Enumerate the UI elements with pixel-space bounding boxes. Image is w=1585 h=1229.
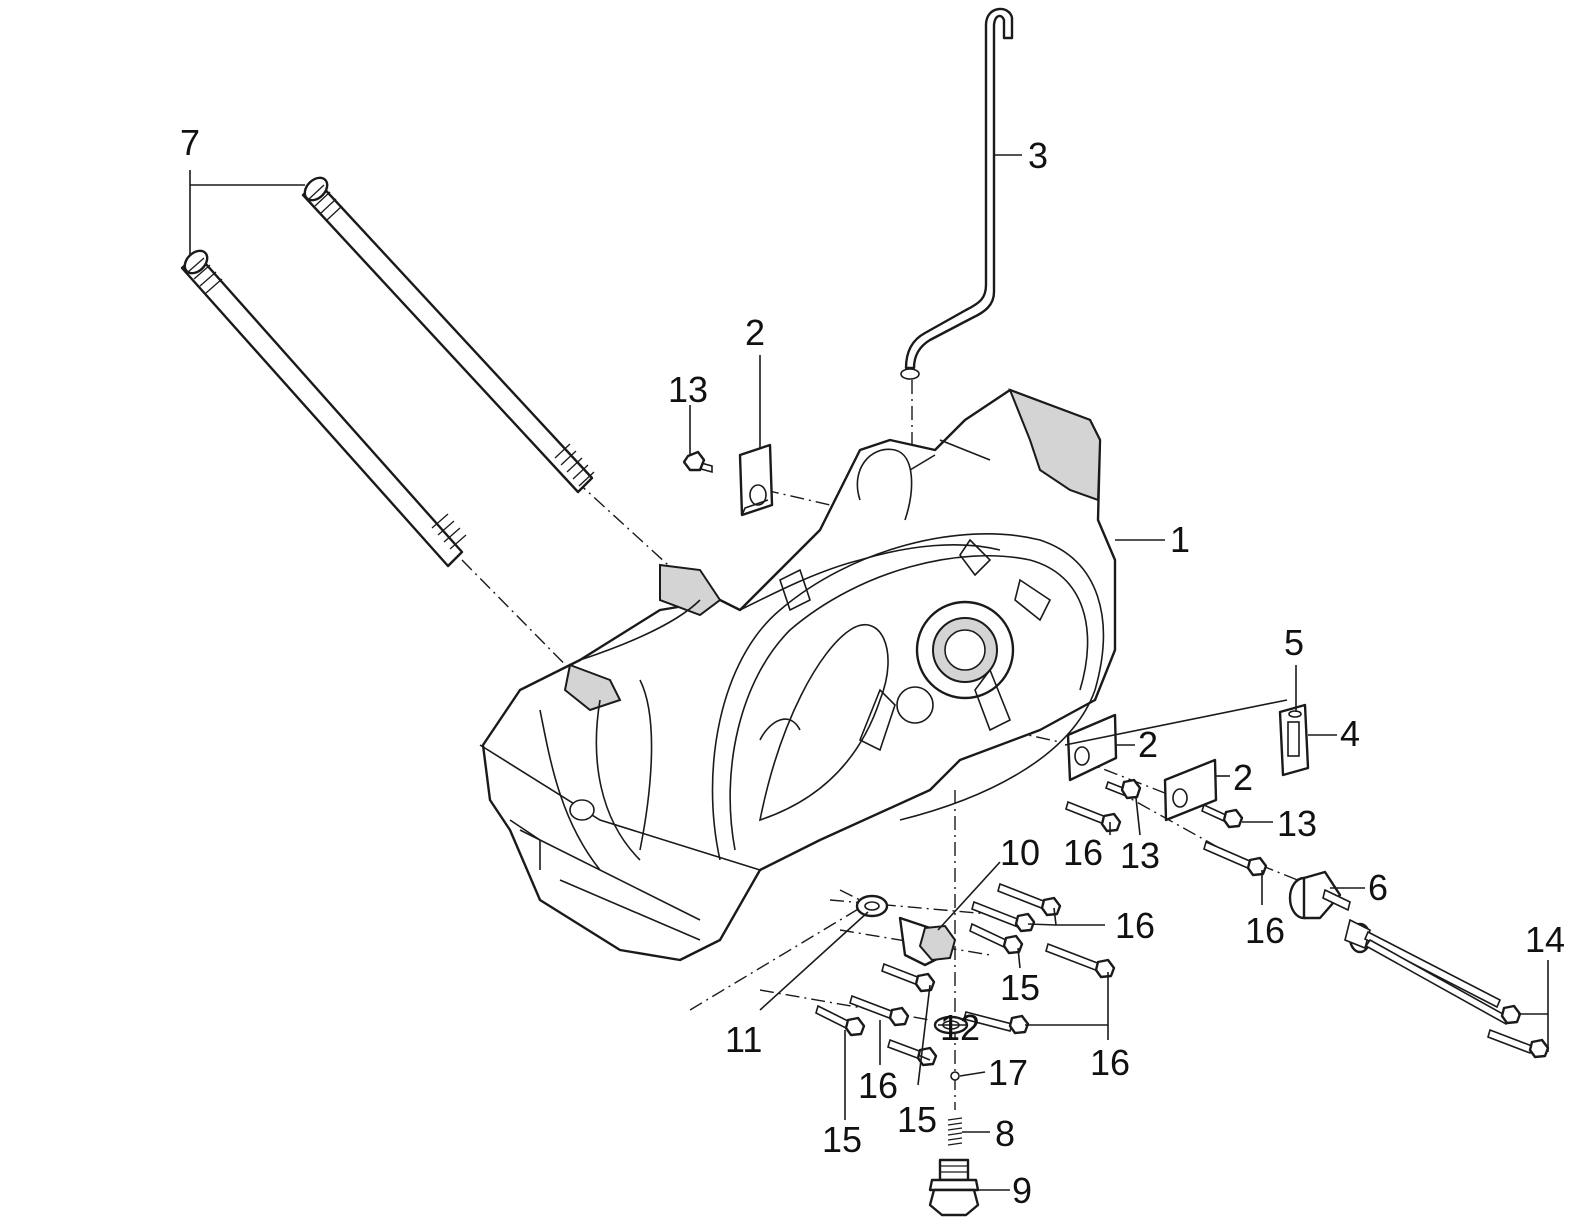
callout-4: 4: [1340, 713, 1360, 754]
guide-plate: [1278, 703, 1310, 777]
spring-and-plug: [928, 1071, 980, 1217]
callout-3: 3: [1028, 135, 1048, 176]
callout-13-right: 13: [1277, 803, 1317, 844]
callout-8: 8: [995, 1113, 1015, 1154]
callout-2-top: 2: [745, 312, 765, 353]
callout-7: 7: [180, 122, 200, 163]
callout-5: 5: [1284, 622, 1304, 663]
callout-16-middle: 16: [1115, 905, 1155, 946]
callout-13-near: 13: [1120, 835, 1160, 876]
stud-bolt-pair: [180, 176, 595, 568]
clamp-bracket-top: [738, 443, 774, 517]
callout-1: 1: [1170, 519, 1190, 560]
callout-15-lower-left: 15: [822, 1119, 862, 1160]
callout-11: 11: [725, 1019, 762, 1060]
cable-assembly: [1288, 870, 1550, 1059]
breather-tube: [900, 7, 1014, 380]
clamp-bracket-right-1: [1066, 713, 1118, 782]
callout-16-lower-left: 16: [858, 1065, 898, 1106]
callout-2-right-1: 2: [1138, 724, 1158, 765]
callout-14: 14: [1525, 919, 1565, 960]
callout-13-top: 13: [668, 369, 708, 410]
leader-lines: [189, 154, 1549, 1191]
callout-16-lower-right: 16: [1090, 1042, 1130, 1083]
callout-15-middle: 15: [1000, 967, 1040, 1008]
callout-2-right-2: 2: [1233, 757, 1253, 798]
callout-12: 12: [940, 1007, 980, 1048]
callout-17: 17: [988, 1052, 1028, 1093]
callout-6: 6: [1368, 867, 1388, 908]
drain-plug-assembly: [855, 894, 969, 1035]
callout-16-right: 16: [1245, 910, 1285, 951]
bolt-group: [682, 450, 1268, 1067]
callout-16-near: 16: [1063, 832, 1103, 873]
callout-10: 10: [1000, 832, 1040, 873]
callout-15-lower-middle: 15: [897, 1099, 937, 1140]
crankcase-half: [479, 388, 1117, 962]
callout-labels: 7 3 2 13 1 5 4 2 2 13 16 13 10 6 16 16 1…: [180, 122, 1565, 1211]
callout-9: 9: [1012, 1170, 1032, 1211]
